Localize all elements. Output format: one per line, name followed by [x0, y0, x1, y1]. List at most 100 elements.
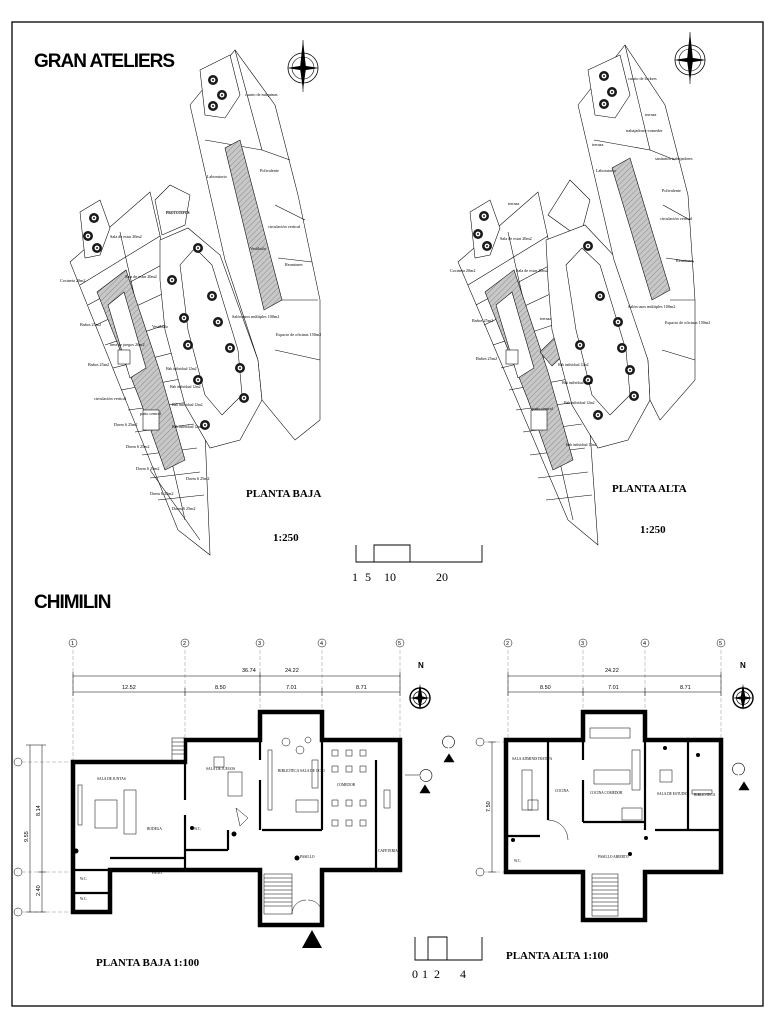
- ch-pa-grid-bubble-labels: 2 3 4 5: [506, 641, 722, 647]
- svg-text:4: 4: [460, 967, 466, 981]
- svg-text:4: 4: [320, 641, 323, 647]
- svg-text:Baños 25m2: Baños 25m2: [472, 318, 493, 323]
- svg-text:Dorm 6 25m2: Dorm 6 25m2: [114, 422, 138, 427]
- ch-pb-grid-bubble-labels: 1 2 3 4 5: [71, 641, 401, 647]
- svg-text:cuarto de lockers: cuarto de lockers: [628, 76, 657, 81]
- svg-text:Reuniones: Reuniones: [676, 258, 694, 263]
- svg-text:Dorm 6 25m2: Dorm 6 25m2: [186, 476, 210, 481]
- svg-text:Sala de estar 20m2: Sala de estar 20m2: [500, 236, 532, 241]
- svg-text:5: 5: [398, 641, 401, 647]
- ch-pb-dimension-labels: 36.74 24.22 12.52 8.50 7.01 8.71 9.55 8.…: [24, 668, 367, 896]
- svg-text:patio central: patio central: [532, 406, 554, 411]
- svg-text:COCINA: COCINA: [555, 789, 569, 793]
- svg-text:Hab individual 12m2: Hab individual 12m2: [564, 401, 595, 405]
- svg-text:20: 20: [436, 570, 448, 584]
- ch-pb-dimensions: [26, 672, 401, 913]
- svg-text:Polivalente: Polivalente: [662, 188, 681, 193]
- svg-text:Sala de estar 20m2: Sala de estar 20m2: [110, 234, 142, 239]
- svg-text:Baños 25m2: Baños 25m2: [88, 362, 109, 367]
- svg-text:0: 0: [412, 967, 418, 981]
- svg-text:COCINA COMEDOR: COCINA COMEDOR: [590, 791, 623, 795]
- svg-text:Hab individual 12m2: Hab individual 12m2: [170, 385, 201, 389]
- svg-text:BIBLIOTECA SALA DE OCIO: BIBLIOTECA SALA DE OCIO: [278, 769, 325, 773]
- svg-text:W.C.: W.C.: [194, 827, 201, 831]
- sheet-border: [11, 21, 764, 1007]
- svg-text:7.01: 7.01: [286, 685, 297, 691]
- svg-text:8.71: 8.71: [356, 685, 367, 691]
- svg-text:trabajadores-comedor: trabajadores-comedor: [626, 128, 663, 133]
- svg-text:circulación vertical: circulación vertical: [268, 224, 301, 229]
- svg-text:Laboratorio: Laboratorio: [207, 174, 227, 179]
- ch-scale-bar: 0 1 2 4: [412, 936, 483, 981]
- ga-planta-baja-plan: [69, 49, 321, 556]
- svg-text:Salón usos múltiples 100m2: Salón usos múltiples 100m2: [628, 304, 675, 309]
- svg-text:terraza: terraza: [645, 112, 657, 117]
- svg-text:2.40: 2.40: [36, 885, 42, 896]
- svg-text:Salón usos múltiples 100m2: Salón usos múltiples 100m2: [232, 314, 279, 319]
- svg-text:Dorm 6 25m2: Dorm 6 25m2: [172, 506, 196, 511]
- svg-text:5: 5: [365, 570, 371, 584]
- svg-text:terraza: terraza: [540, 316, 552, 321]
- svg-text:1: 1: [352, 570, 358, 584]
- svg-text:5: 5: [719, 641, 722, 647]
- svg-text:7.50: 7.50: [486, 801, 492, 812]
- gran-ateliers-title: GRAN ATELIERS: [34, 51, 174, 72]
- svg-text:COMEDOR: COMEDOR: [337, 783, 356, 787]
- svg-text:8.50: 8.50: [215, 685, 226, 691]
- svg-text:8.14: 8.14: [36, 805, 42, 816]
- ch-pa-dimension-labels: 24.22 8.50 7.01 8.71 7.50: [486, 668, 691, 812]
- ch-pb-room-labels: SALA DE JUNTAS SALA DE JUEGOS BIBLIOTECA…: [80, 767, 398, 901]
- ch-pa-dimensions: [488, 672, 722, 873]
- svg-text:SALA DE JUEGOS: SALA DE JUEGOS: [206, 767, 235, 771]
- ga-pb-north-arrow-icon: [286, 39, 320, 93]
- svg-text:BIBLIOTECA: BIBLIOTECA: [694, 793, 716, 797]
- svg-text:Baños 25m2: Baños 25m2: [80, 322, 101, 327]
- svg-text:2: 2: [434, 967, 440, 981]
- svg-text:Hab individual 12m2: Hab individual 12m2: [166, 367, 197, 371]
- svg-text:Vestíbulo: Vestíbulo: [250, 246, 266, 251]
- svg-text:24.22: 24.22: [285, 668, 299, 674]
- ga-scale-bar: 1 5 10 20: [352, 544, 483, 584]
- svg-text:Cocineta 20m2: Cocineta 20m2: [450, 268, 475, 273]
- ch-pa-label: PLANTA ALTA 1:100: [506, 950, 609, 962]
- svg-text:Hab individual 12m2: Hab individual 12m2: [172, 403, 203, 407]
- ch-pb-plan: [70, 709, 403, 948]
- svg-text:3: 3: [581, 641, 584, 647]
- svg-text:Baños 25m2: Baños 25m2: [476, 356, 497, 361]
- svg-text:SALA ADMINISTRATIVA: SALA ADMINISTRATIVA: [512, 757, 553, 761]
- ch-pa-north-arrow: N: [732, 661, 754, 711]
- svg-text:Hab individual 12m2: Hab individual 12m2: [562, 381, 593, 385]
- ga-pa-scale: 1:250: [640, 524, 666, 536]
- svg-text:8.50: 8.50: [540, 685, 551, 691]
- svg-text:12.52: 12.52: [122, 685, 136, 691]
- svg-text:SALA DE ESTUDIO: SALA DE ESTUDIO: [657, 792, 689, 796]
- svg-text:24.22: 24.22: [605, 668, 619, 674]
- svg-text:Hab individual 12m2: Hab individual 12m2: [566, 443, 597, 447]
- svg-text:sanitarios trabajadores: sanitarios trabajadores: [655, 156, 693, 161]
- svg-text:N: N: [740, 661, 746, 670]
- svg-text:W.C.: W.C.: [514, 859, 521, 863]
- svg-text:10: 10: [384, 570, 396, 584]
- svg-text:2: 2: [506, 641, 509, 647]
- svg-text:2: 2: [183, 641, 186, 647]
- ch-pa-north-arrow-icon: [732, 683, 754, 711]
- svg-text:Hab individual 12m2: Hab individual 12m2: [172, 425, 203, 429]
- svg-text:Espacio de oficinas 150m2: Espacio de oficinas 150m2: [276, 332, 321, 337]
- svg-text:Dorm 6 25m2: Dorm 6 25m2: [126, 444, 150, 449]
- svg-text:circulación vertical: circulación vertical: [660, 216, 693, 221]
- svg-text:3: 3: [258, 641, 261, 647]
- ch-pb-north-arrow-icon: [409, 683, 431, 711]
- ga-pa-room-labels: cuarto de lockers terraza terraza trabaj…: [450, 76, 710, 447]
- svg-text:cuarto de máquinas: cuarto de máquinas: [245, 92, 278, 97]
- svg-text:Cocineta 20m2: Cocineta 20m2: [60, 278, 85, 283]
- ch-pb-section-markers: [405, 769, 433, 794]
- svg-text:PROTOTIPOS: PROTOTIPOS: [166, 211, 190, 215]
- ga-pb-scale: 1:250: [273, 532, 299, 544]
- svg-text:área de juegos 20m2: área de juegos 20m2: [110, 342, 145, 347]
- svg-text:4: 4: [643, 641, 646, 647]
- svg-text:Reuniones: Reuniones: [285, 262, 303, 267]
- ch-pa-room-labels: SALA ADMINISTRATIVA COCINA COCINA COMEDO…: [512, 757, 716, 863]
- svg-text:PASILLO ABIERTO: PASILLO ABIERTO: [598, 855, 629, 859]
- ch-pa-section-markers: [442, 735, 750, 791]
- ga-pa-north-arrow-icon: [673, 31, 707, 85]
